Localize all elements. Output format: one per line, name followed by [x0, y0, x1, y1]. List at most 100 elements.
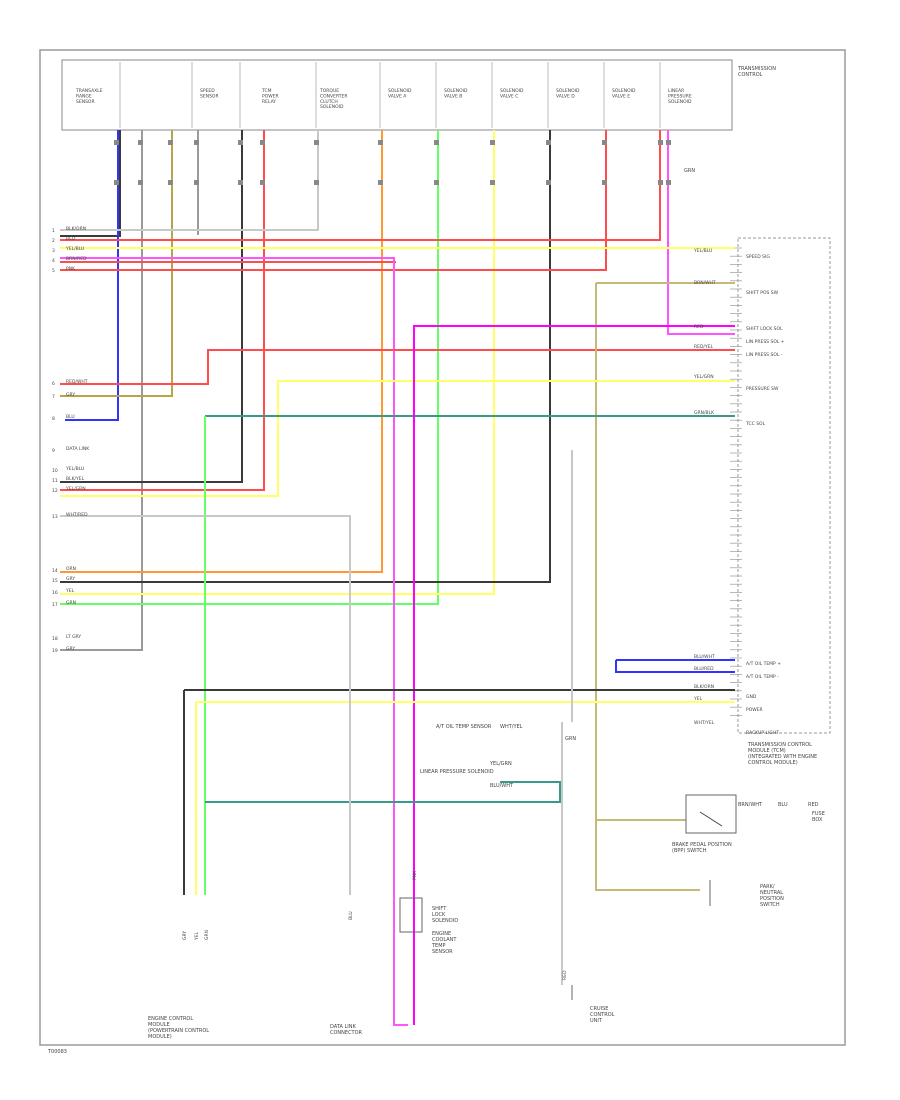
connector-pin — [260, 140, 265, 145]
connector-pin — [194, 140, 199, 145]
wire-trace — [60, 130, 143, 651]
bpp-switch-label: BRAKE PEDAL POSITION(BPP) SWITCH — [672, 842, 732, 854]
left-wire-label: GRN — [66, 600, 76, 606]
tcm-pin-label: A/T OIL TEMP - — [746, 674, 779, 680]
tcm-wire-label: YEL/GRN — [693, 374, 714, 380]
left-wire-label: LT GRY — [66, 634, 81, 640]
connector-pin — [168, 140, 173, 145]
left-wire-label: YEL/BLU — [65, 246, 84, 252]
wire-trace — [667, 130, 735, 335]
wire-trace — [60, 130, 551, 583]
center-label-grn: GRN — [565, 736, 576, 742]
connector-pin — [602, 140, 607, 145]
tcm-wire-label: YEL — [693, 696, 703, 702]
connector-pin — [238, 140, 243, 145]
connector-pin — [434, 180, 439, 185]
wire-trace — [60, 130, 173, 397]
left-wire-label: WHT/RED — [66, 512, 88, 518]
tcm-wire-label: BRN/WHT — [694, 280, 716, 286]
wire-trace — [60, 130, 121, 237]
left-wire-label: BLU — [66, 414, 75, 420]
bottom-wire-label: GRN — [204, 930, 210, 940]
bottom-wire-label: BLU — [348, 911, 354, 920]
wire-trace — [413, 325, 735, 1025]
upper-right-label: GRN — [684, 168, 695, 174]
connector-pin — [138, 180, 143, 185]
wire-trace — [60, 130, 243, 483]
tcm-pin-label: LIN PRESS SOL - — [746, 352, 783, 358]
left-wire-label: YEL/GRN — [65, 486, 86, 492]
page-number: T00083 — [47, 1049, 67, 1055]
left-wire-pin: 4 — [52, 258, 55, 264]
tcm-pin-label: LIN PRESS SOL + — [746, 339, 785, 345]
left-wire-pin: 11 — [52, 478, 58, 484]
left-wire-labels: BLK/ORN1RED2YEL/BLU3BRN/RED4PNK5RED/WHT6… — [52, 226, 90, 654]
left-wire-label: BRN/RED — [66, 256, 87, 262]
wire-traces — [60, 130, 735, 1026]
connector-pin — [666, 140, 671, 145]
connector-pin — [194, 180, 199, 185]
bottom-wire-label: RED — [562, 970, 568, 980]
connector-pin — [490, 180, 495, 185]
wire-trace — [60, 130, 607, 271]
center-label-yel-grn: YEL/GRN — [489, 761, 512, 767]
tcm-wire-label: BLU/WHT — [694, 654, 715, 660]
connector-pin — [314, 140, 319, 145]
tcm-box — [737, 237, 831, 734]
left-wire-pin: 1 — [52, 228, 55, 234]
tcm-pin-label: GND — [746, 694, 757, 700]
tcm-pin-label: POWER — [746, 707, 763, 713]
connector-pin — [260, 180, 265, 185]
left-wire-pin: 2 — [52, 238, 55, 244]
connector-pin — [378, 140, 383, 145]
left-wire-label: BLK/YEL — [66, 476, 85, 482]
tcm-pin-ticks — [730, 247, 742, 716]
wire-trace — [60, 349, 735, 385]
left-wire-pin: 19 — [52, 648, 58, 654]
wire-trace — [60, 515, 351, 895]
connector-pin — [168, 180, 173, 185]
left-wire-label: ORN — [66, 566, 76, 572]
wire-trace — [60, 380, 735, 497]
wire-trace — [205, 781, 561, 803]
connector-pin — [546, 180, 551, 185]
wire-trace — [60, 130, 383, 573]
tcm-wire-label: WHT/YEL — [694, 720, 715, 726]
tcm-pin-label: SHIFT POS SW — [746, 290, 779, 296]
left-wire-pin: 15 — [52, 578, 58, 584]
tcm-pin-label: TCC SOL — [745, 421, 766, 427]
left-wire-label: RED/WHT — [66, 379, 88, 385]
wire-trace — [595, 282, 735, 891]
connector-pin — [434, 140, 439, 145]
connector-pin — [666, 180, 671, 185]
left-wire-pin: 16 — [52, 590, 58, 596]
shift-lock-solenoid — [399, 897, 423, 933]
connector-pin — [378, 180, 383, 185]
bpp-wire-a: BRN/WHT — [738, 802, 763, 808]
connector-pin — [238, 180, 243, 185]
tcm-wire-label: YEL/BLU — [693, 248, 712, 254]
center-label-oil-temp: A/T OIL TEMP SENSOR — [436, 724, 492, 730]
tcm-pin-label: PRESSURE SW — [746, 386, 779, 392]
tcm-wire-labels: YEL/BLUBRN/WHTREDRED/YELYEL/GRNGRN/BLKBL… — [693, 248, 716, 726]
tcm-pin-label: SPEED SIG — [746, 254, 770, 260]
connector-pin — [138, 140, 143, 145]
left-wire-pin: 9 — [52, 448, 55, 454]
connector-pin — [602, 180, 607, 185]
bottom-wire-label: GRY — [182, 931, 188, 940]
left-wire-label: GRY — [66, 576, 75, 582]
